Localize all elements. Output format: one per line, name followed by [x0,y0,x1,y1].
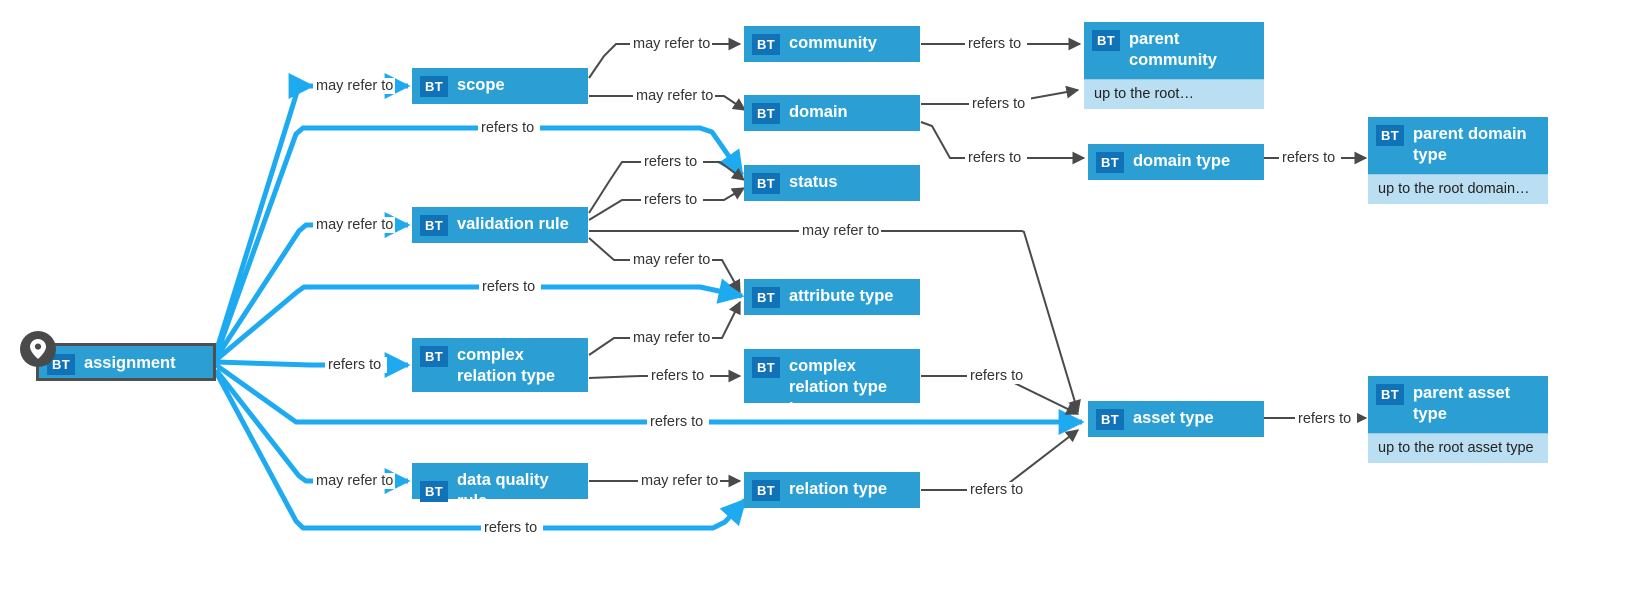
bt-badge-icon: BT [1376,384,1404,405]
node-assignment[interactable]: BT assignment [36,343,216,381]
node-community-label: community [788,34,877,53]
node-parent-domain-type-footer: up to the root domain… [1368,173,1548,205]
node-domain[interactable]: BT domain [744,95,920,131]
node-scope[interactable]: BT scope [412,68,588,104]
edge-label-relation-type-asset-type: refers to [970,482,1023,498]
node-status-label: status [788,173,838,192]
node-scope-head: BT scope [412,68,588,104]
edge-label-domain-type-parent-domain-type: refers to [1282,150,1335,166]
bt-badge-icon: BT [752,357,780,378]
node-parent-community-footer: up to the root… [1084,78,1264,110]
node-validation-rule-label: validation rule [456,215,569,234]
node-community[interactable]: BT community [744,26,920,62]
edge-assignment-attribute-type [214,278,745,362]
node-validation-rule-head: BT validation rule [412,207,588,243]
edge-label-domain-domain-type: refers to [968,150,1021,166]
node-status-head: BT status [744,165,920,201]
node-parent-community-label: parent community [1128,30,1217,70]
edge-label-assignment-data-quality-rule: may refer to [316,473,393,489]
node-parent-asset-type-label: parent asset type [1412,384,1511,424]
edge-label-scope-community: may refer to [633,36,710,52]
bt-badge-icon: BT [1092,30,1120,51]
node-assignment-label: assignment [83,354,176,373]
node-asset-type-head: BT asset type [1088,401,1264,437]
node-data-quality-rule-label: data quality rule [456,471,549,511]
edge-label-complex-relation-type-leg: refers to [651,368,704,384]
edge-label-assignment-relation-type: refers to [484,520,537,536]
bt-badge-icon: BT [752,34,780,55]
node-domain-head: BT domain [744,95,920,131]
edge-assignment-asset-type [214,362,1085,435]
node-parent-asset-type[interactable]: BT parent asset type up to the root asse… [1368,376,1548,464]
node-complex-relation-type[interactable]: BT complex relation type [412,338,588,392]
edge-label-leg-asset-type: refers to [970,368,1023,384]
node-assignment-head: BT assignment [39,346,213,382]
edge-label-validation-rule-status-a: refers to [644,154,697,170]
bt-badge-icon: BT [420,215,448,236]
node-parent-community-head: BT parent community [1084,22,1264,79]
node-parent-domain-type-label: parent domain type [1412,125,1527,165]
bt-badge-icon: BT [1096,409,1124,430]
edge-label-validation-rule-status-b: refers to [644,192,697,208]
bt-badge-icon: BT [752,173,780,194]
bt-badge-icon: BT [420,346,448,367]
bt-badge-icon: BT [420,76,448,97]
node-complex-relation-type-leg[interactable]: BT complex relation type leg [744,349,920,418]
node-data-quality-rule-head: BT data quality rule [412,463,588,520]
edge-label-scope-domain: may refer to [636,88,713,104]
edge-validation-rule-status-a [588,161,746,214]
edge-label-assignment-scope: may refer to [316,78,393,94]
edge-label-data-quality-rule-relation-type: may refer to [641,473,718,489]
bt-badge-icon: BT [420,481,448,503]
edge-validation-rule-attribute-type [588,237,741,294]
location-pin-icon [20,331,56,367]
node-community-head: BT community [744,26,920,62]
edge-label-validation-rule-asset-type: may refer to [802,223,879,239]
edge-label-domain-parent-community: refers to [972,96,1025,112]
node-asset-type[interactable]: BT asset type [1088,401,1264,437]
node-relation-type-head: BT relation type [744,472,920,508]
node-domain-label: domain [788,103,848,122]
node-data-quality-rule[interactable]: BT data quality rule [412,463,588,510]
edge-label-assignment-attribute-type: refers to [482,279,535,295]
bt-badge-icon: BT [1096,152,1124,173]
node-relation-type[interactable]: BT relation type [744,472,920,508]
bt-badge-icon: BT [47,354,75,375]
node-complex-relation-type-label: complex relation type [456,346,556,386]
edge-label-asset-type-parent-asset-type: refers to [1298,411,1351,427]
node-complex-relation-type-head: BT complex relation type [412,338,588,395]
bt-badge-icon: BT [752,103,780,124]
edge-label-group: may refer to refers to may refer to refe… [313,36,1357,536]
node-attribute-type[interactable]: BT attribute type [744,279,920,315]
edge-label-assignment-domain: refers to [481,120,534,136]
edge-label-community-parent-community: refers to [968,36,1021,52]
node-scope-label: scope [456,76,505,95]
bt-badge-icon: BT [752,480,780,501]
node-domain-type[interactable]: BT domain type [1088,144,1264,180]
node-parent-community[interactable]: BT parent community up to the root… [1084,22,1264,110]
node-parent-domain-type-head: BT parent domain type [1368,117,1548,174]
node-attribute-type-head: BT attribute type [744,279,920,315]
node-asset-type-label: asset type [1132,409,1214,428]
bt-badge-icon: BT [1376,125,1404,146]
node-domain-type-label: domain type [1132,152,1231,171]
node-attribute-type-label: attribute type [788,287,894,306]
node-complex-relation-type-leg-head: BT complex relation type leg [744,349,920,427]
node-validation-rule[interactable]: BT validation rule [412,207,588,243]
edge-complex-relation-type-attribute-type [588,300,741,356]
node-parent-domain-type[interactable]: BT parent domain type up to the root dom… [1368,117,1548,205]
node-domain-type-head: BT domain type [1088,144,1264,180]
bt-badge-icon: BT [752,287,780,308]
edge-label-assignment-complex-relation-type: refers to [328,357,381,373]
edge-label-validation-rule-attribute-type: may refer to [633,252,710,268]
edge-label-assignment-asset-type: refers to [650,414,703,430]
edge-label-complex-relation-type-attribute-type: may refer to [633,330,710,346]
node-parent-asset-type-head: BT parent asset type [1368,376,1548,433]
node-status[interactable]: BT status [744,165,920,201]
node-relation-type-label: relation type [788,480,888,499]
node-complex-relation-type-leg-label: complex relation type leg [788,357,888,418]
node-parent-asset-type-footer: up to the root asset type [1368,432,1548,464]
edge-label-assignment-validation-rule: may refer to [316,217,393,233]
